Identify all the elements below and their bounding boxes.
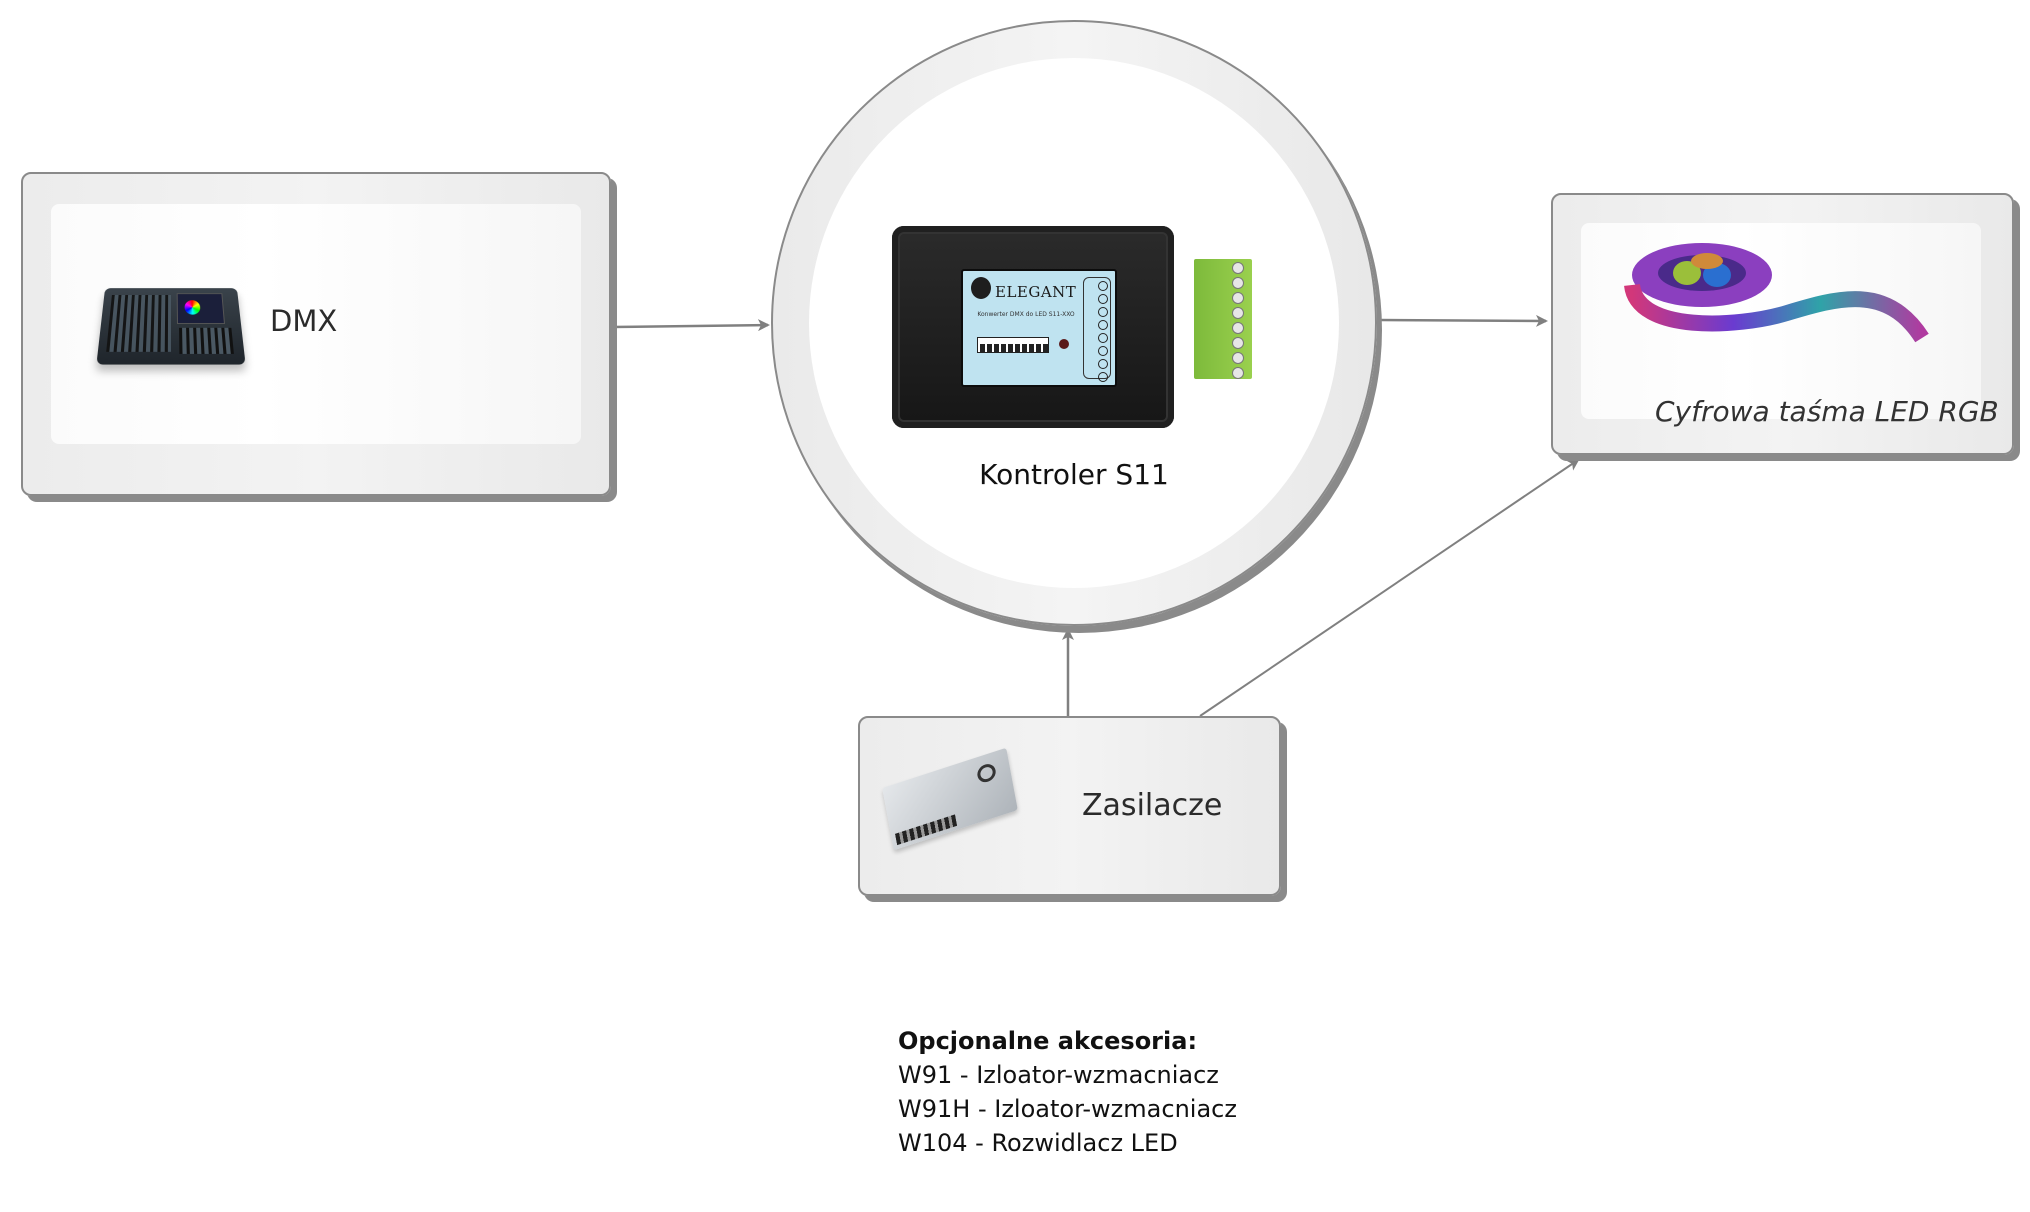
- accessory-item: W91H - Izloator-wzmacniacz: [898, 1092, 1237, 1126]
- elegant-logo-icon: [971, 277, 991, 299]
- device-model-text: Konwerter DMX do LED S11-XXO: [971, 311, 1081, 318]
- device-brand: ELEGANT: [995, 283, 1076, 301]
- led-strip-node[interactable]: Cyfrowa taśma LED RGB: [1551, 193, 2014, 455]
- accessories-title: Opcjonalne akcesoria:: [898, 1024, 1237, 1058]
- led-node-inner: Cyfrowa taśma LED RGB: [1581, 223, 1981, 419]
- dmx-node-inner: DMX: [51, 204, 581, 444]
- dmx-label: DMX: [270, 304, 337, 338]
- edge-controller-to-led: [1380, 320, 1546, 321]
- power-supply-label: Zasilacze: [1082, 788, 1222, 823]
- dmx-node[interactable]: DMX: [21, 172, 611, 496]
- power-supply-icon: [882, 748, 1018, 851]
- accessories-note: Opcjonalne akcesoria: W91 - Izloator-wzm…: [898, 1024, 1237, 1160]
- controller-node[interactable]: ELEGANT Konwerter DMX do LED S11-XXO Kon…: [771, 20, 1377, 626]
- led-strip-icon: [1617, 223, 1947, 353]
- terminal-block-icon: [1194, 259, 1252, 379]
- accessory-item: W104 - Rozwidlacz LED: [898, 1126, 1237, 1160]
- accessory-item: W91 - Izloator-wzmacniacz: [898, 1058, 1237, 1092]
- power-supply-node[interactable]: Zasilacze: [858, 716, 1281, 896]
- edge-dmx-to-controller: [612, 325, 768, 327]
- controller-label: Kontroler S11: [773, 458, 1375, 491]
- dmx-console-icon: [96, 288, 245, 364]
- led-strip-label: Cyfrowa taśma LED RGB: [1655, 395, 1999, 428]
